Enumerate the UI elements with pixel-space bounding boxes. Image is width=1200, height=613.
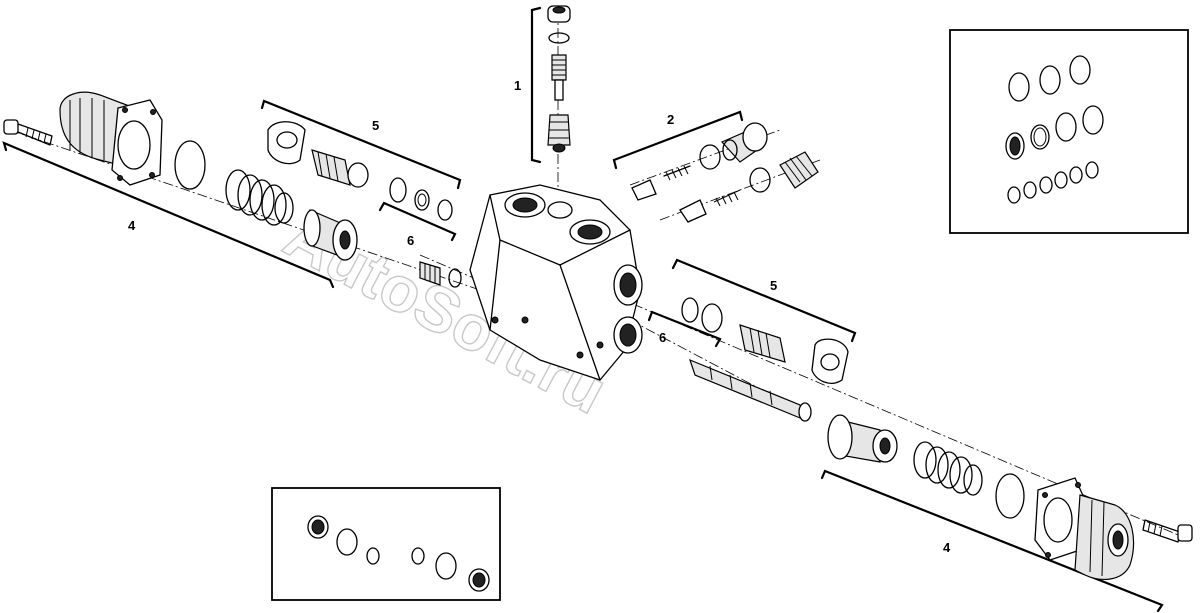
left-check-valve [419,261,462,288]
callout-4-right: 4 [943,540,951,555]
left-bolt [3,119,53,146]
right-relief-valve [681,297,849,384]
callout-1: 1 [514,78,521,93]
bracket-2 [612,110,744,170]
upper-check-valves [631,122,819,223]
bracket-4-left [2,141,335,289]
right-spring-group [827,414,1025,519]
bracket-1 [530,6,542,164]
right-spool [689,358,812,422]
right-bolt [1142,519,1193,543]
bracket-6-right [647,310,722,348]
seal-kit-box-7 [271,487,501,601]
callout-5-left: 5 [372,118,379,133]
top-pressure-valve [547,5,571,153]
callout-4-left: 4 [128,218,136,233]
left-spring-group [174,140,358,261]
left-end-cap [59,91,163,186]
callout-6-right: 6 [659,330,666,345]
bracket-6-left [378,201,457,242]
right-end-cap [1034,477,1135,580]
callout-5-right: 5 [770,278,777,293]
seal-kit-box-3 [949,29,1189,234]
callout-2: 2 [667,112,674,127]
leader-brackets [2,6,1164,613]
bracket-5-right [671,258,857,343]
bracket-4-right [820,469,1164,613]
callout-6-left: 6 [407,233,414,248]
valve-body [469,184,643,381]
bracket-5-left [260,99,462,190]
left-relief-valve [267,121,453,221]
